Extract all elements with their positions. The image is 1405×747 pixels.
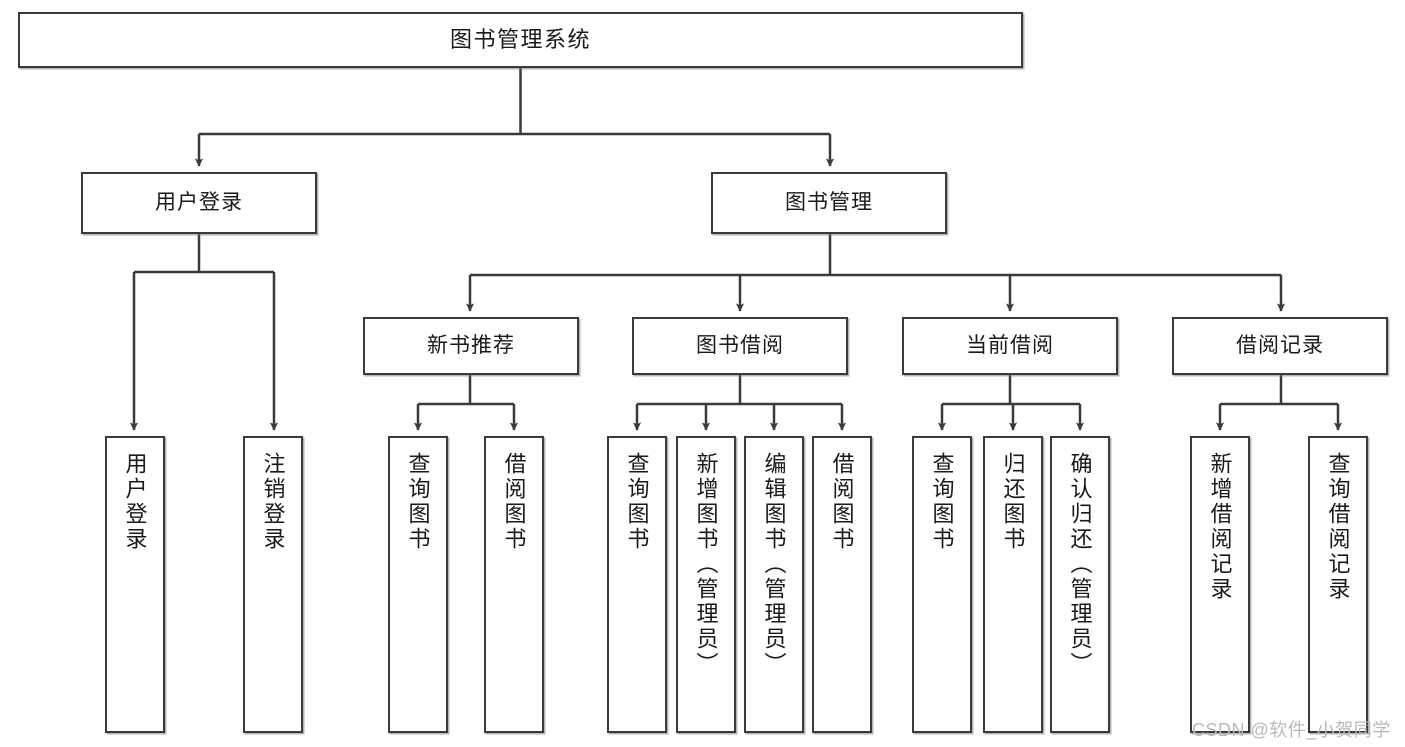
node-leaf-add-borrow-record[interactable]: 新增借阅记录	[1190, 436, 1250, 733]
node-label: 查询图书	[624, 452, 650, 552]
node-label: 新书推荐	[427, 333, 515, 357]
node-leaf-query-books-current[interactable]: 查询图书	[912, 436, 972, 733]
node-leaf-confirm-return-admin[interactable]: 确认归还（管理员）	[1050, 436, 1110, 733]
node-label: 图书借阅	[696, 333, 784, 357]
node-label: 编辑图书（管理员）	[761, 452, 787, 677]
node-leaf-user-login[interactable]: 用户登录	[105, 436, 165, 733]
node-leaf-add-book-admin[interactable]: 新增图书（管理员）	[676, 436, 736, 733]
node-leaf-return-books[interactable]: 归还图书	[983, 436, 1043, 733]
node-leaf-logout[interactable]: 注销登录	[243, 436, 303, 733]
node-borrow-records[interactable]: 借阅记录	[1172, 317, 1388, 375]
node-label: 图书管理系统	[449, 27, 591, 53]
node-leaf-query-books-rec[interactable]: 查询图书	[388, 436, 448, 733]
node-label: 查询图书	[929, 452, 955, 552]
node-label: 查询借阅记录	[1325, 452, 1351, 602]
node-leaf-query-books-borrow[interactable]: 查询图书	[607, 436, 667, 733]
node-label: 注销登录	[260, 452, 286, 552]
node-root-system[interactable]: 图书管理系统	[18, 12, 1023, 68]
node-leaf-borrow-books-rec[interactable]: 借阅图书	[484, 436, 544, 733]
node-label: 确认归还（管理员）	[1067, 452, 1093, 677]
node-label: 用户登录	[122, 452, 148, 552]
node-label: 用户登录	[155, 190, 243, 214]
node-label: 归还图书	[1000, 452, 1026, 552]
node-leaf-edit-book-admin[interactable]: 编辑图书（管理员）	[744, 436, 804, 733]
node-leaf-borrow-books[interactable]: 借阅图书	[812, 436, 872, 733]
csdn-watermark: CSDN @软件_小贺同学	[1192, 720, 1391, 740]
node-new-book-recommendation[interactable]: 新书推荐	[363, 317, 579, 375]
node-label: 借阅图书	[829, 452, 855, 552]
node-label: 当前借阅	[966, 333, 1054, 357]
node-label: 查询图书	[405, 452, 431, 552]
node-leaf-query-borrow-record[interactable]: 查询借阅记录	[1308, 436, 1368, 733]
node-label: 图书管理	[785, 190, 873, 214]
node-current-borrowing[interactable]: 当前借阅	[902, 317, 1118, 375]
node-user-login[interactable]: 用户登录	[81, 172, 317, 234]
node-book-borrowing[interactable]: 图书借阅	[632, 317, 848, 375]
node-label: 借阅记录	[1236, 333, 1324, 357]
node-book-management[interactable]: 图书管理	[711, 172, 947, 234]
node-label: 新增图书（管理员）	[693, 452, 719, 677]
node-label: 借阅图书	[501, 452, 527, 552]
node-label: 新增借阅记录	[1207, 452, 1233, 602]
